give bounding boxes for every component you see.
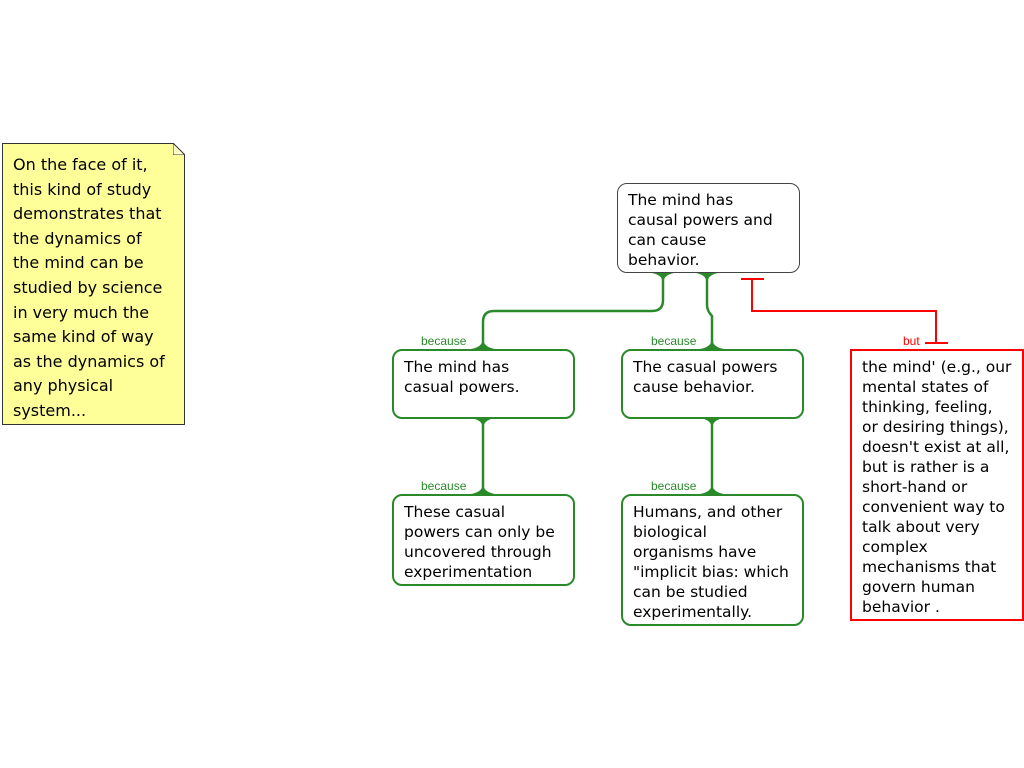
main-claim[interactable]: The mind has causal powers and can cause… — [617, 183, 800, 273]
because-label: because — [651, 479, 697, 493]
because-label: because — [421, 334, 467, 348]
sticky-note[interactable] — [2, 143, 185, 425]
objection[interactable]: the mind' (e.g., our mental states of th… — [850, 349, 1024, 621]
connector-objection — [751, 280, 937, 343]
reason-1[interactable]: The mind has casual powers. — [392, 349, 575, 419]
because-label: because — [651, 334, 697, 348]
reason-2-support[interactable]: Humans, and other biological organisms h… — [621, 494, 804, 626]
reason-2[interactable]: The casual powers cause behavior. — [621, 349, 804, 419]
because-label: because — [421, 479, 467, 493]
but-label: but — [903, 334, 920, 348]
connector-root-reason-1 — [481, 273, 665, 349]
reason-1-support[interactable]: These casual powers can only be uncovere… — [392, 494, 575, 586]
connector-root-reason-2 — [705, 273, 714, 349]
note-text: On the face of it, this kind of study de… — [13, 155, 165, 420]
note-fold-icon — [173, 143, 185, 155]
